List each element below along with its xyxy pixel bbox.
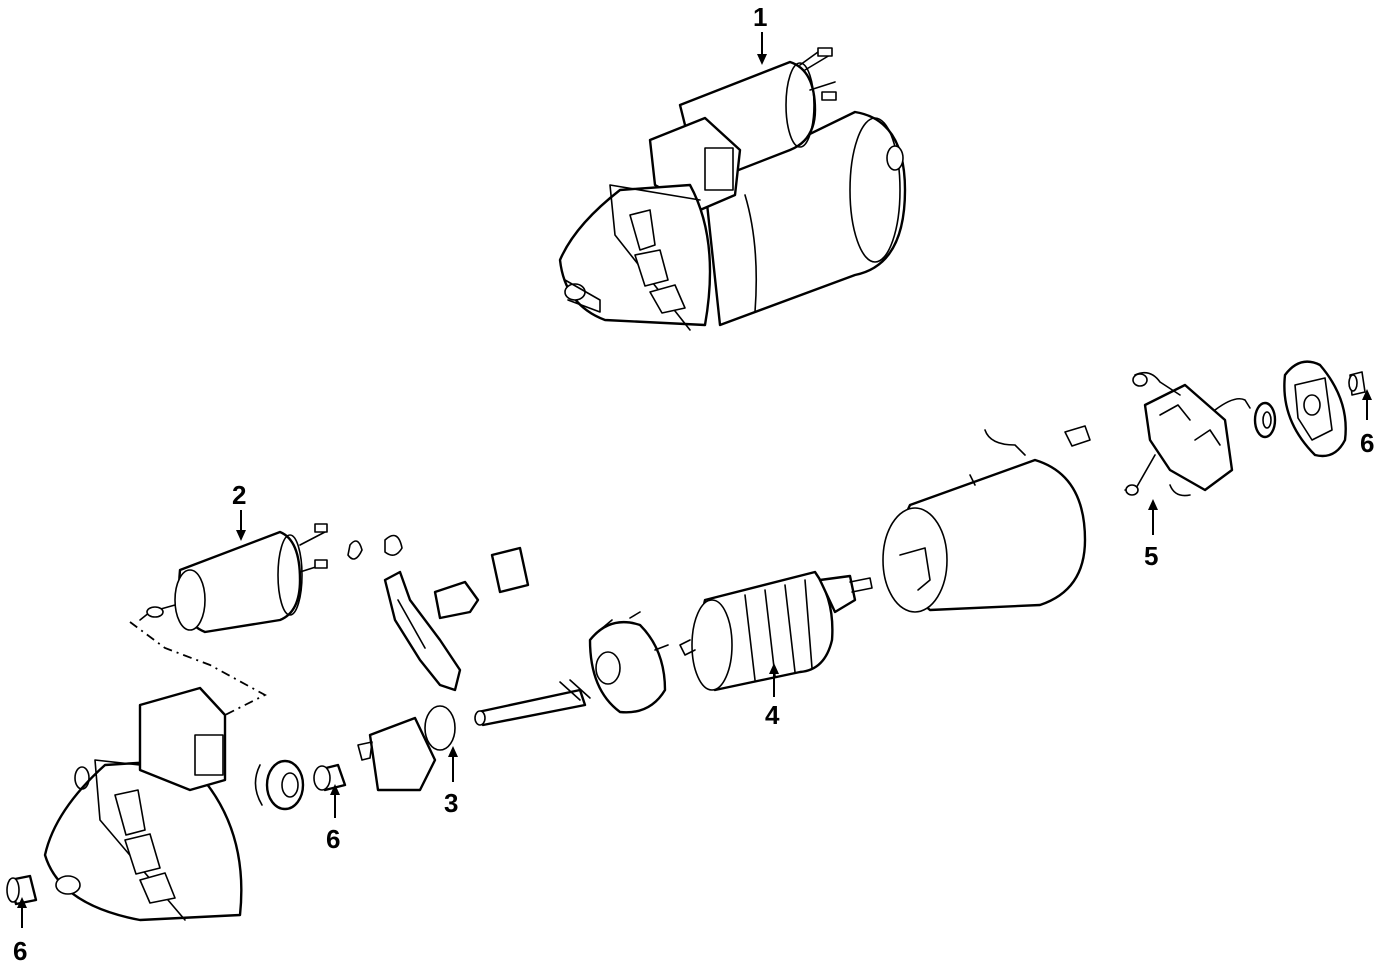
bushing-block[interactable] [433,546,530,620]
drive-end-housing[interactable] [43,686,243,922]
washer[interactable] [1253,401,1277,439]
brush-holder[interactable] [1124,371,1251,497]
nose-bushing[interactable] [6,874,38,906]
end-bushing[interactable] [1348,371,1366,396]
end-cover[interactable] [1283,360,1347,458]
brush-spring[interactable] [1064,425,1091,447]
callout-6-right: 6 [1360,428,1374,458]
callout-3: 3 [444,788,458,818]
intermediate-bearing[interactable] [588,611,669,714]
callout-4: 4 [765,700,780,730]
solenoid[interactable] [139,523,328,634]
alignment-line [129,621,267,716]
field-frame[interactable] [882,429,1087,613]
clip-small[interactable] [347,534,403,560]
armature[interactable] [679,570,873,692]
starter-assembly[interactable] [558,47,907,331]
armature-shaft[interactable] [474,679,591,727]
bushing[interactable] [313,763,347,792]
callout-5: 5 [1144,541,1158,571]
callout-2: 2 [232,480,246,510]
callout-1: 1 [753,2,767,32]
callout-arrows [17,32,1372,928]
shift-lever[interactable] [383,570,462,692]
callout-6-left: 6 [13,936,27,966]
bushing-ring[interactable] [254,759,305,811]
callout-6-middle: 6 [326,824,340,854]
drive-pinion[interactable] [357,705,456,792]
